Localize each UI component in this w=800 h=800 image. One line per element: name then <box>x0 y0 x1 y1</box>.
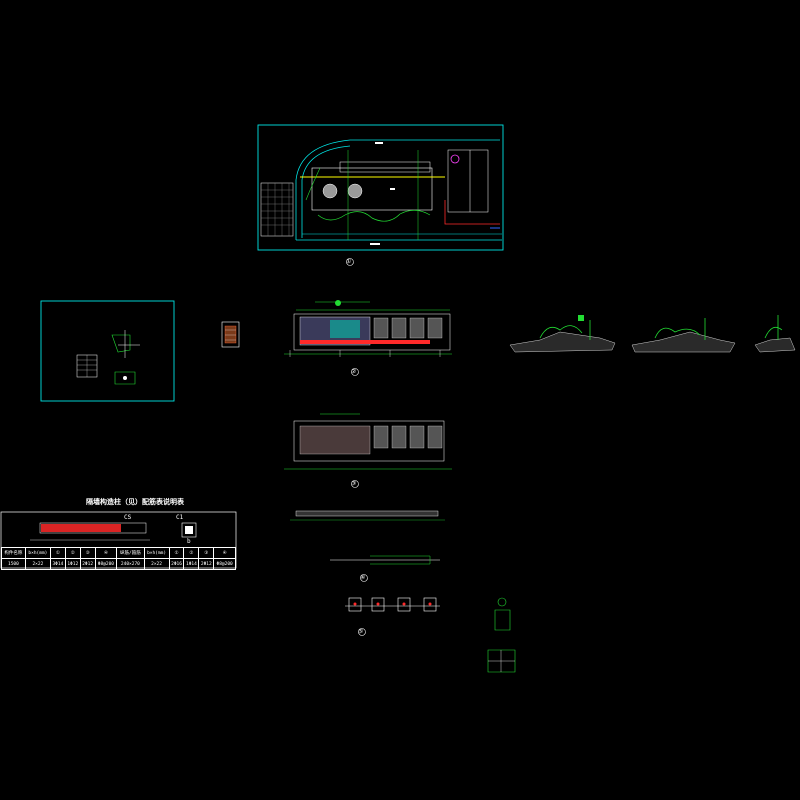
table-cell: ④ <box>213 547 236 559</box>
table-cell: ④ <box>94 547 118 559</box>
table-cell: b×h(mm) <box>143 547 170 559</box>
view-marker-5 <box>358 628 366 636</box>
left-detail-b <box>114 371 136 385</box>
table-cell: b×h(mm) <box>24 547 51 559</box>
table-cell: 3Φ14 <box>49 558 66 570</box>
table-cell: 1Φ12 <box>64 558 81 570</box>
elevation-2 <box>284 300 452 376</box>
table-cell: 1500 <box>1 558 26 570</box>
table-cell: ② <box>64 547 81 559</box>
schedule-title: 隔墙构造柱（见）配筋表说明表 <box>86 498 184 506</box>
green-planting <box>317 209 431 222</box>
table-cell: ③ <box>198 547 215 559</box>
table-cell: 1Φ14 <box>183 558 200 570</box>
building-inner <box>339 161 431 173</box>
green-planting-2 <box>305 167 321 201</box>
parking-hatch <box>260 182 294 237</box>
left-sheet-frame <box>40 300 175 402</box>
road-curve <box>295 139 500 240</box>
schedule-mark-cs: CS <box>124 514 132 521</box>
elevation-3 <box>284 413 452 488</box>
table-cell: 2×22 <box>143 558 170 570</box>
schedule-table: 构件名称 b×h(mm) ① ② ③ ④ 纵筋/箍筋 b×h(mm) ① ② ③… <box>1 547 236 570</box>
tree-circle-2 <box>347 183 363 199</box>
table-cell: ① <box>168 547 185 559</box>
table-cell: 纵筋/箍筋 <box>116 547 145 559</box>
small-section-detail <box>221 321 240 348</box>
right-sections <box>509 315 796 353</box>
column-plan-5 <box>345 597 440 636</box>
table-cell: 2×22 <box>24 558 51 570</box>
schedule-mark-c1: C1 <box>176 514 184 521</box>
view-marker-3 <box>351 480 359 488</box>
table-cell: 240×270 <box>116 558 145 570</box>
bottom-right-details <box>487 597 516 673</box>
schedule-header-row: 构件名称 b×h(mm) ① ② ③ ④ 纵筋/箍筋 b×h(mm) ① ② ③… <box>1 547 236 559</box>
view-label-2: ② <box>351 368 357 375</box>
table-cell: 2Φ16 <box>168 558 185 570</box>
plan-strip-4 <box>290 510 445 582</box>
view-label-4: ④ <box>360 574 366 581</box>
view-label-3: ③ <box>351 480 357 487</box>
view-label-1: ① <box>346 258 352 265</box>
table-cell: ① <box>49 547 66 559</box>
central-building <box>311 167 433 211</box>
schedule-mark-b: b <box>187 538 191 545</box>
left-detail-sheet <box>40 300 175 402</box>
table-cell: 构件名称 <box>1 547 26 559</box>
view-marker-1 <box>346 258 354 266</box>
schedule-data-row: 1500 2×22 3Φ14 1Φ12 2Φ12 Φ8@200 240×270 … <box>1 558 236 570</box>
magenta-marker <box>450 154 460 164</box>
table-cell: 2Φ12 <box>198 558 215 570</box>
view-label-5: ⑤ <box>358 628 364 635</box>
table-cell: Φ8@200 <box>213 558 236 570</box>
tree-circle-1 <box>322 183 338 199</box>
red-path <box>444 200 500 225</box>
table-cell: ③ <box>79 547 96 559</box>
left-detail-a <box>111 334 131 353</box>
site-plan-view <box>257 124 504 266</box>
table-cell: 2Φ12 <box>79 558 96 570</box>
table-cell: Φ8@200 <box>94 558 118 570</box>
table-cell: ② <box>183 547 200 559</box>
right-block <box>447 149 489 213</box>
site-plan-frame <box>257 124 504 251</box>
left-detail-a2 <box>118 330 140 358</box>
view-marker-2 <box>351 368 359 376</box>
view-marker-4 <box>360 574 368 582</box>
